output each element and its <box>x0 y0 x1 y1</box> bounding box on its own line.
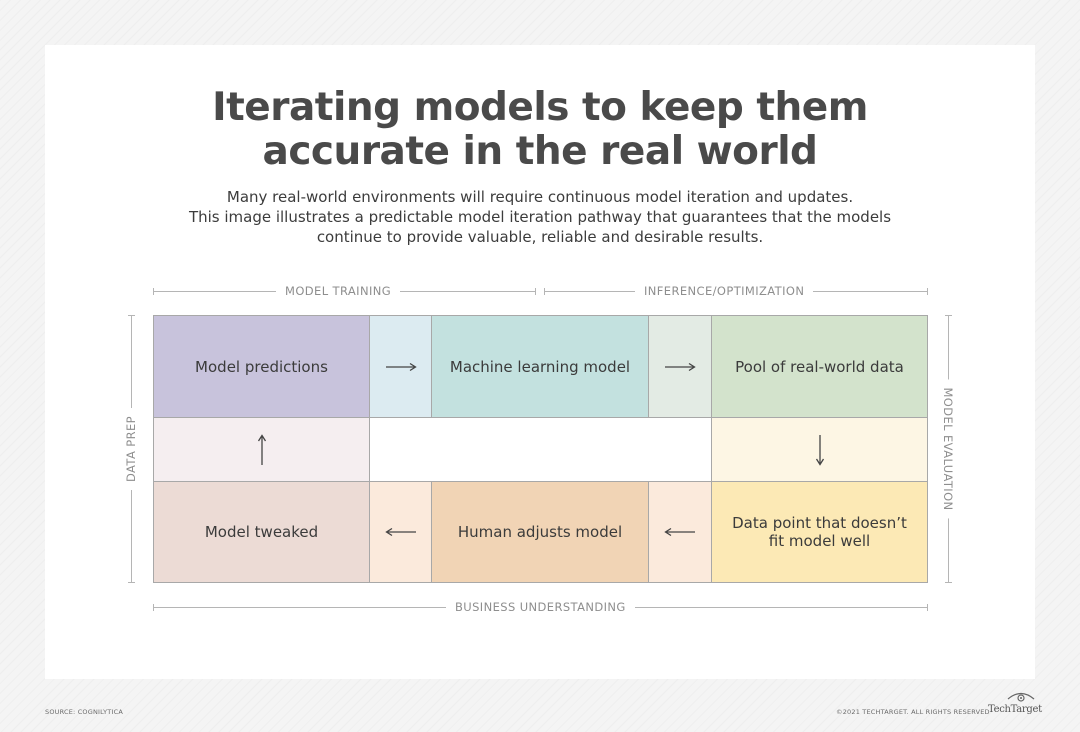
model-training-label: MODEL TRAINING <box>276 284 401 298</box>
copyright-notice: ©2021 TECHTARGET. ALL RIGHTS RESERVED <box>836 708 990 716</box>
subtitle-line-2: This image illustrates a predictable mod… <box>188 208 892 226</box>
machine-learning-model-label: Machine learning model <box>449 357 631 376</box>
title-line-1: Iterating models to keep them <box>212 85 868 130</box>
data-point-label-line-1: Data point that doesn’t <box>732 514 907 532</box>
data-prep-bracket-cap-top <box>128 315 135 316</box>
inference-bracket-cap-right <box>927 288 928 295</box>
business-understanding-label: BUSINESS UNDERSTANDING <box>446 600 635 614</box>
model-training-bracket-cap-right <box>535 288 536 295</box>
arrow-right-icon <box>385 362 417 371</box>
human-adjusts-model-label: Human adjusts model <box>457 523 623 541</box>
arrow-down-icon <box>815 434 824 466</box>
inference-bracket-cap-left <box>544 288 545 295</box>
model-tweaked-box: Model tweaked <box>153 481 370 583</box>
empty-center-cell <box>369 417 712 482</box>
business-bracket-cap-left <box>153 604 154 611</box>
business-bracket-cap-right <box>927 604 928 611</box>
arrow-right-1-cell <box>369 315 432 418</box>
pool-of-real-world-data-box: Pool of real-world data <box>711 315 928 418</box>
data-point-label-line-2: fit model well <box>768 532 871 550</box>
model-eval-bracket-cap-top <box>945 315 952 316</box>
arrow-up-cell <box>153 417 370 482</box>
model-predictions-label: Model predictions <box>195 357 328 376</box>
data-point-box: Data point that doesn’t fit model well <box>711 481 928 583</box>
arrow-right-2-cell <box>648 315 712 418</box>
arrow-left-2-cell <box>648 481 712 583</box>
model-training-bracket-cap-left <box>153 288 154 295</box>
source-credit: SOURCE: COGNILYTICA <box>45 708 123 716</box>
subtitle-line-3: continue to provide valuable, reliable a… <box>316 228 764 246</box>
pool-of-real-world-data-label: Pool of real-world data <box>735 357 904 376</box>
model-predictions-box: Model predictions <box>153 315 370 418</box>
data-prep-label: DATA PREP <box>124 407 138 491</box>
inference-optimization-label: INFERENCE/OPTIMIZATION <box>635 284 814 298</box>
model-eval-bracket-cap-bottom <box>945 582 952 583</box>
machine-learning-model-box: Machine learning model <box>431 315 649 418</box>
arrow-left-icon <box>664 527 695 537</box>
subtitle: Many real-world environments will requir… <box>0 187 1080 247</box>
page-title: Iterating models to keep them accurate i… <box>0 86 1080 174</box>
techtarget-logo-icon <box>1007 692 1035 702</box>
model-tweaked-label: Model tweaked <box>204 523 319 541</box>
data-prep-bracket-cap-bottom <box>128 582 135 583</box>
subtitle-line-1: Many real-world environments will requir… <box>226 188 854 206</box>
arrow-left-icon <box>384 527 416 537</box>
arrow-down-cell <box>711 417 928 482</box>
model-evaluation-label: MODEL EVALUATION <box>941 379 955 519</box>
title-line-2: accurate in the real world <box>262 129 818 174</box>
arrow-right-icon <box>665 362 696 371</box>
arrow-left-1-cell <box>369 481 432 583</box>
techtarget-logo-text: TechTarget <box>988 704 1042 715</box>
human-adjusts-model-box: Human adjusts model <box>431 481 649 583</box>
arrow-up-icon <box>257 433 266 465</box>
